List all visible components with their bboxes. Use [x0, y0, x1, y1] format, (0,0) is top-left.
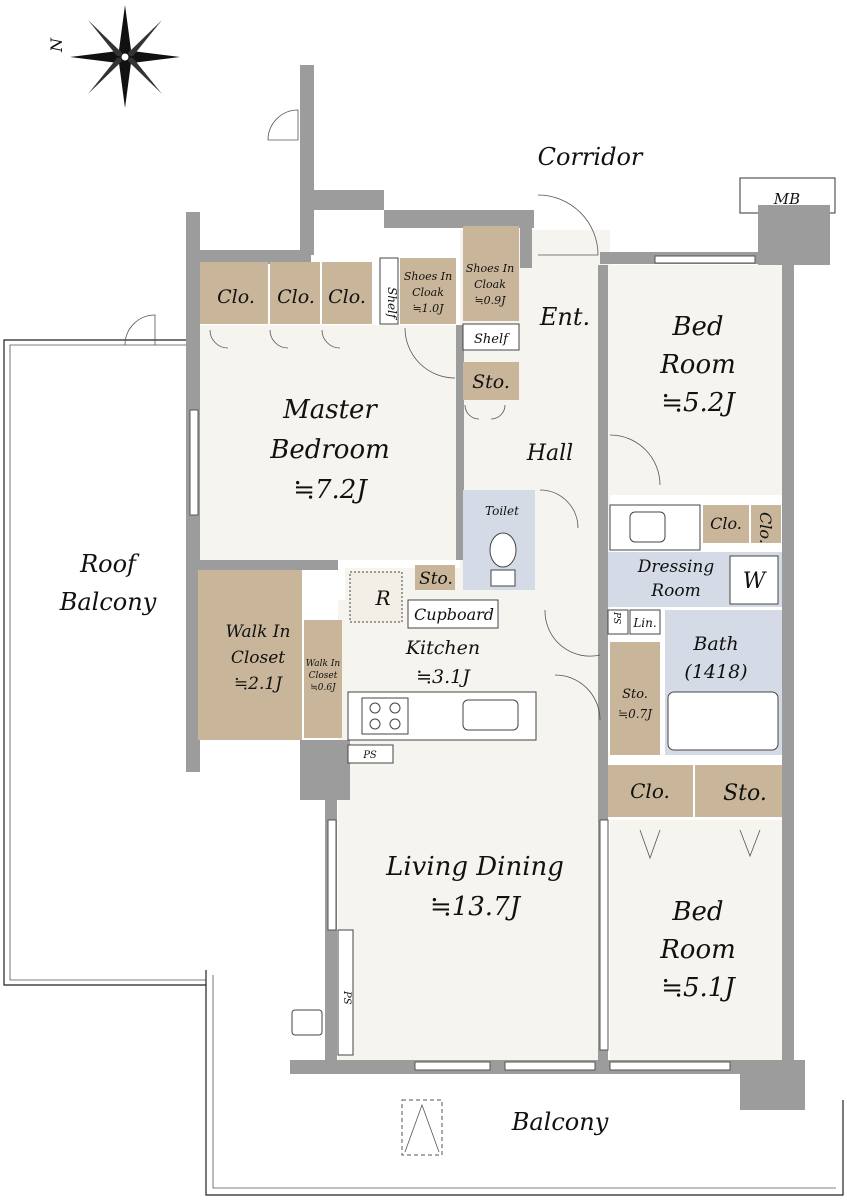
hall-label: Hall [526, 441, 573, 466]
wic-small-label-1: Walk In [306, 659, 341, 669]
dressing-room-label-2: Room [650, 581, 700, 601]
dressing-room-label-1: Dressing [637, 557, 715, 577]
ps-label-3: PS [341, 990, 352, 1005]
storage-hall-label: Sto. [472, 371, 510, 393]
shoes-cloak-b-label-1: Shoes In [466, 262, 514, 275]
outdoor-unit-icon [291, 1009, 323, 1036]
shoes-cloak-b-label-2: Cloak [474, 278, 506, 291]
master-bedroom-label-2: Bedroom [269, 435, 390, 465]
shoes-cloak-a-label-3: ≒1.0J [412, 302, 444, 315]
ps-box-2 [347, 744, 394, 764]
closet-bed1-b[interactable] [751, 505, 781, 543]
closet-1-label: Clo. [217, 286, 255, 308]
fridge-label: R [374, 586, 390, 610]
bath-label-1: Bath [692, 633, 738, 655]
stove-icon [361, 697, 409, 735]
walk-in-closet-small[interactable] [304, 620, 342, 738]
storage-hall[interactable] [463, 362, 519, 400]
washer-label: W [743, 569, 768, 594]
closet-bed2-label: Clo. [630, 779, 670, 803]
master-bedroom-label-1: Master [282, 395, 378, 425]
linen-label: Lin. [632, 616, 656, 630]
bedroom2-size: ≒5.1J [661, 973, 736, 1003]
kitchen-label-1: Kitchen [405, 637, 480, 659]
storage-bed2-label: Sto. [723, 781, 767, 806]
cupboard-label: Cupboard [414, 605, 494, 624]
master-bedroom-size: ≒7.2J [293, 475, 368, 505]
windows [189, 255, 756, 1071]
ps-box-3 [337, 929, 354, 1056]
closet-3[interactable] [322, 262, 372, 324]
sink-icon [629, 511, 666, 543]
storage-small-label-1: Sto. [622, 687, 648, 702]
shelf-b-label: Shelf [474, 332, 510, 347]
closet-2-label: Clo. [277, 286, 315, 308]
wic-label-2: Closet [231, 648, 285, 668]
shoes-cloak-b-label-3: ≒0.9J [474, 294, 506, 307]
compass-rose-icon [70, 5, 180, 108]
roof-balcony-label-line1: Roof [79, 550, 140, 578]
wic-size: ≒2.1J [234, 674, 283, 694]
washer-icon [729, 555, 779, 605]
walk-in-closet[interactable] [198, 570, 302, 740]
storage-bedroom-label: Sto. [419, 569, 453, 589]
wic-small-label-3: ≒0.6J [310, 683, 337, 693]
north-label: N [47, 37, 66, 53]
shoes-cloak-a-label-1: Shoes In [404, 270, 452, 283]
bedroom2-label-1: Bed [671, 897, 723, 927]
wic-label-1: Walk In [226, 622, 291, 642]
bedroom2-label-2: Room [659, 935, 736, 965]
shelf-a [379, 257, 399, 325]
bathtub-icon [667, 691, 779, 751]
ps-label-1: PS [611, 611, 621, 624]
wic-small-label-2: Closet [309, 671, 338, 681]
living-dining-label: Living Dining [385, 852, 564, 882]
bedroom1-label-2: Room [659, 350, 736, 380]
kitchen-sink-icon [462, 699, 519, 731]
roof-balcony [3, 339, 206, 986]
closet-bed2[interactable] [608, 765, 693, 817]
fridge-space [349, 571, 403, 623]
entrance-label: Ent. [539, 303, 590, 331]
shelf-b [462, 323, 520, 351]
roof-balcony-label-line2: Balcony [59, 588, 157, 616]
cupboard [407, 599, 499, 629]
living-dining-size: ≒13.7J [430, 892, 522, 922]
door-swings [124, 109, 761, 860]
shelf-a-label: Shelf [385, 287, 399, 321]
storage-bedroom[interactable] [415, 565, 455, 590]
kitchen-size: ≒3.1J [416, 666, 471, 688]
mb-label: MB [773, 190, 800, 208]
linen-closet [629, 609, 661, 635]
shoes-cloak-a-label-2: Cloak [412, 286, 444, 299]
storage-bed2[interactable] [695, 765, 782, 817]
shoes-cloak-a[interactable] [400, 258, 456, 324]
bedroom1-size: ≒5.2J [661, 388, 736, 418]
storage-small[interactable] [610, 642, 660, 755]
closet-bed1-a-label: Clo. [710, 514, 742, 533]
storage-small-label-2: ≒0.7J [618, 707, 653, 721]
shoes-cloak-b[interactable] [463, 226, 519, 321]
toilet-icon [489, 532, 517, 568]
closet-1[interactable] [200, 262, 268, 324]
closet-bed1-b-label: Clo. [756, 512, 775, 544]
ps-label-2: PS [362, 750, 377, 761]
balcony [205, 970, 844, 1196]
toilet-label: Toilet [485, 504, 519, 518]
closet-3-label: Clo. [328, 286, 366, 308]
balcony-label: Balcony [511, 1108, 609, 1136]
corridor-label: Corridor [538, 143, 644, 171]
closet-bed1-a[interactable] [703, 505, 749, 543]
bath-label-2: (1418) [684, 661, 747, 683]
ps-box-1 [607, 609, 629, 635]
bedroom1-label-1: Bed [671, 312, 723, 342]
closet-2[interactable] [270, 262, 320, 324]
